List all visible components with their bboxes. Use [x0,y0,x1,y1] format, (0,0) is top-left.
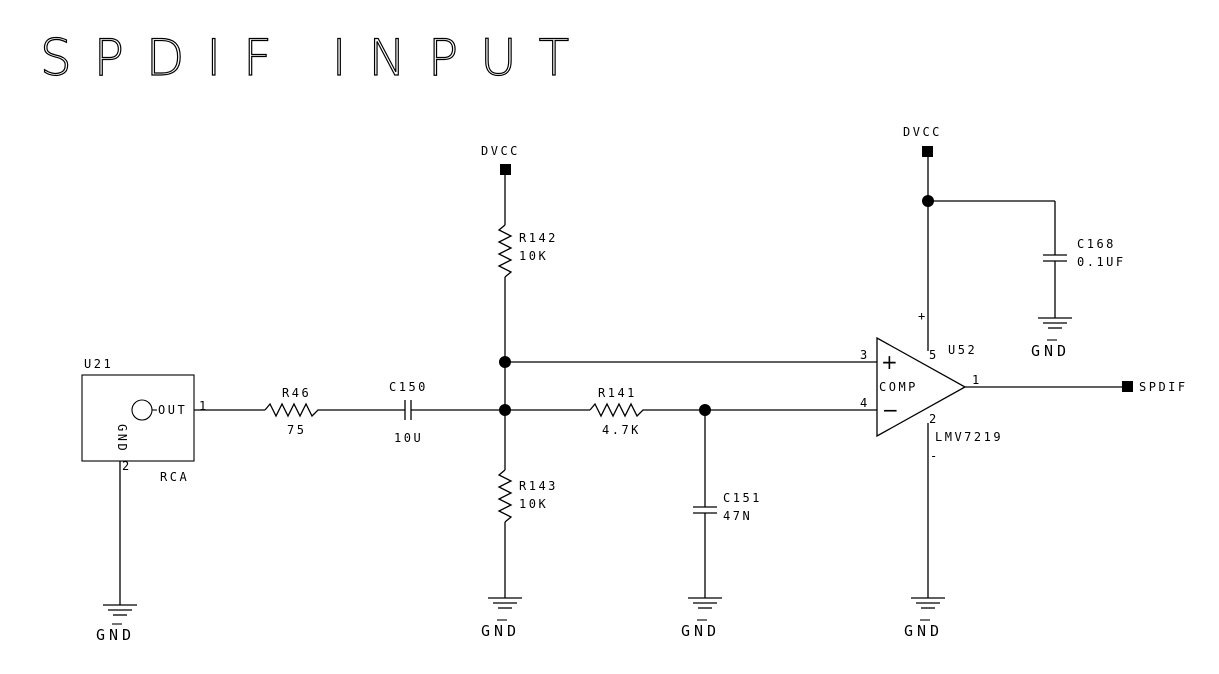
ground-symbol-3: GND [681,597,722,640]
r46-ref: R46 [282,386,311,400]
comparator-part: LMV7219 [935,430,1003,444]
comparator-supply-minus: - [930,449,940,463]
r46-value: 75 [287,423,306,437]
comparator-u52: + − COMP 3 4 5 2 1 + - U52 LMV7219 [860,309,1003,463]
ground-symbol-4: GND [904,597,945,640]
connector-ref: U21 [84,357,113,371]
comparator-pin-gnd: 2 [929,412,939,426]
dvcc-label-left: DVCC [481,144,520,158]
comparator-ref: U52 [948,343,977,357]
dvcc-label-right: DVCC [903,125,942,139]
output-net-label: SPDIF [1139,380,1188,394]
ground-label-3: GND [681,622,720,640]
comparator-pin-out: 1 [972,373,982,387]
r143-ref: R143 [519,479,558,493]
resistor-r143: R143 10K [497,469,558,523]
comparator-plus-symbol: + [881,350,898,374]
connector-pin-gnd-number: 2 [122,459,132,473]
c150-value: 10U [394,431,423,445]
r142-value: 10K [519,249,548,263]
connector-pin-out-label: OUT [158,403,187,417]
comparator-minus-symbol: − [882,398,899,422]
r141-ref: R141 [598,386,637,400]
ground-label-2: GND [481,622,520,640]
c168-value: 0.1UF [1077,255,1126,269]
r142-ref: R142 [519,231,558,245]
schematic-title: SPDIF INPUT [40,29,591,87]
power-port-dvcc-left: DVCC [481,144,520,175]
ground-symbol-1: GND [96,604,137,644]
ground-label-4: GND [904,622,943,640]
comparator-pin-plus: 3 [860,348,870,362]
comparator-supply-plus: + [918,309,928,323]
capacitor-c168: C168 0.1UF [1043,237,1126,269]
c168-ref: C168 [1077,237,1116,251]
c150-ref: C150 [389,380,428,394]
comparator-pin-minus: 4 [860,396,870,410]
output-port-spdif: SPDIF [1122,380,1188,394]
resistor-r46: R46 75 [264,386,323,437]
power-port-dvcc-right: DVCC [903,125,942,157]
rca-jack-symbol [131,399,153,421]
ground-label-5: GND [1031,342,1070,360]
resistor-r141: R141 4.7K [589,386,648,437]
comparator-pin-vcc: 5 [929,348,939,362]
connector-pin-out-number: 1 [199,399,209,413]
r141-value: 4.7K [602,423,641,437]
connector-pin-gnd-label: GND [115,424,129,453]
capacitor-c150: C150 10U [389,380,428,445]
r143-value: 10K [519,497,548,511]
connector-u21: U21 OUT 1 RCA GND 2 [81,357,209,484]
ground-symbol-5: GND [1031,317,1072,360]
capacitor-c151: C151 47N [693,491,762,523]
connector-type: RCA [160,470,189,484]
ground-symbol-2: GND [481,597,522,640]
resistor-r142: R142 10K [497,224,558,278]
comparator-label: COMP [879,380,918,394]
c151-value: 47N [723,509,752,523]
ground-label-1: GND [96,626,135,644]
c151-ref: C151 [723,491,762,505]
